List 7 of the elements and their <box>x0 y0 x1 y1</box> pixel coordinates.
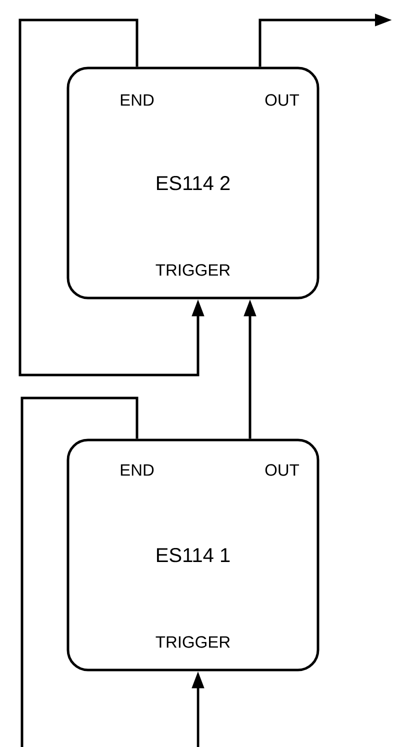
connector-line <box>20 396 138 747</box>
port-label: TRIGGER <box>156 264 230 276</box>
port-label: TRIGGER <box>156 636 230 648</box>
port-label: END <box>120 464 154 476</box>
port-label: OUT <box>265 94 300 106</box>
port-label: OUT <box>265 464 300 476</box>
port-label: END <box>120 94 154 106</box>
